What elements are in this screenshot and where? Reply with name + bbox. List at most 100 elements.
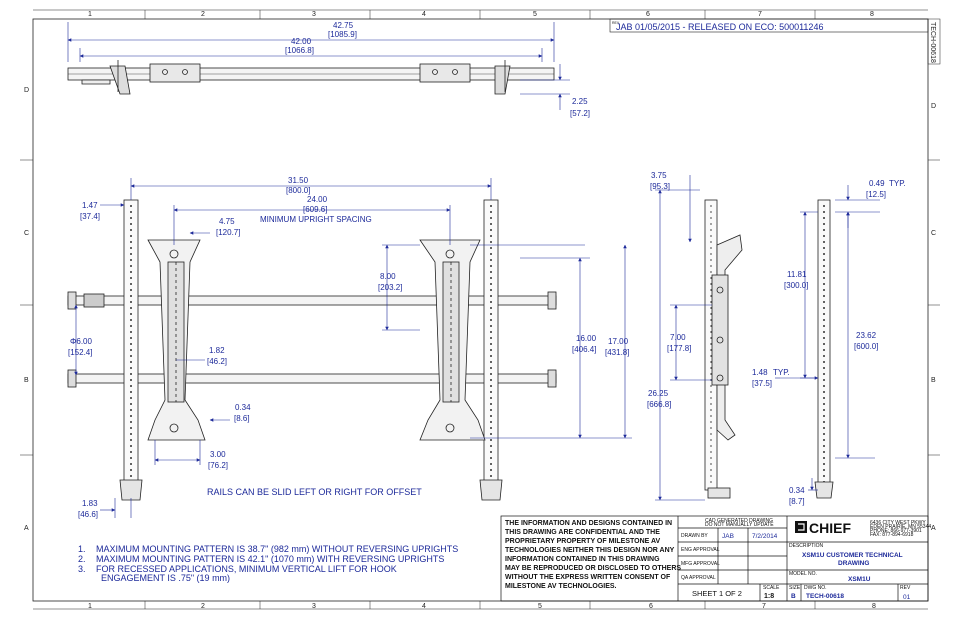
dim-diameter: Φ6.00 — [70, 337, 93, 346]
drawn-date: 7/2/2014 — [752, 533, 778, 540]
model-number: XSM1U — [848, 576, 871, 583]
dim-depth: 2.25 — [572, 97, 588, 106]
dim-depth-mm: [57.2] — [570, 109, 590, 118]
eng-approval-label: ENG APPROVAL — [681, 547, 720, 553]
dim-edge-mm: [37.4] — [80, 212, 100, 221]
size-value: B — [791, 593, 796, 600]
cad-notice: DO NOT MANUALLY UPDATE — [705, 522, 774, 528]
dim-height-16: 16.00 — [576, 334, 597, 343]
dim-height-17-mm: [431.8] — [605, 348, 629, 357]
col-label: 6 — [649, 603, 653, 610]
col-label: 8 — [872, 603, 876, 610]
company-address: 6436 CITY WEST PKWY EDEN PRAIRIE, MN 553… — [870, 520, 931, 538]
note-text: ENGAGEMENT IS .75" (19 mm) — [101, 573, 230, 583]
rails-offset-note: RAILS CAN BE SLID LEFT OR RIGHT FOR OFFS… — [207, 487, 422, 497]
revision-text: JAB 01/05/2015 - RELEASED ON ECO: 500011… — [616, 22, 823, 32]
dim-side-depth-mm: [95.3] — [650, 182, 670, 191]
col-label: 4 — [422, 11, 426, 18]
dim-inner-width: 42.00 — [291, 37, 312, 46]
rear-view-dimensions — [775, 185, 880, 491]
row-label: A — [931, 525, 936, 532]
title-block-fields: CAD GENERATED DRAWING DO NOT MANUALLY UP… — [681, 518, 780, 600]
dim-hook-mm: [120.7] — [216, 228, 240, 237]
rev-label: REV — [900, 585, 911, 591]
confidential-line: TECHNOLOGIES NEITHER THIS DESIGN NOR ANY — [505, 547, 675, 554]
dim-hook: 4.75 — [219, 217, 235, 226]
confidential-line: THIS DRAWING ARE CONFIDENTIAL AND THE — [505, 529, 660, 536]
confidential-line: MILESTONE AV TECHNOLOGIES. — [505, 583, 617, 590]
address-line: FAX: 877-894-6918 — [870, 532, 914, 538]
dim-rail-center: 8.00 — [380, 272, 396, 281]
size-label: SIZE — [789, 585, 801, 591]
confidential-line: INFORMATION CONTAINED IN THIS DRAWING — [505, 556, 660, 563]
dim-upright-spacing-mm: [609.6] — [303, 205, 327, 214]
row-label: D — [931, 103, 936, 110]
dim-front-width-mm: [800.0] — [286, 186, 310, 195]
mfg-approval-label: MFG APPROVAL — [681, 561, 720, 567]
note-number: 1. — [78, 544, 86, 554]
drawn-by: JAB — [722, 533, 734, 540]
confidential-statement: THE INFORMATION AND DESIGNS CONTAINED IN… — [505, 520, 681, 590]
dim-rear-top-mm: [12.5] — [866, 190, 886, 199]
dim-upright-spacing: 24.00 — [307, 195, 328, 204]
side-view-drawing — [704, 199, 743, 499]
border-grid-labels: 1 2 3 4 5 6 7 8 1 2 3 4 5 6 7 8 D C B A … — [24, 11, 936, 610]
dim-rear-23: 23.62 — [856, 331, 877, 340]
col-label: 4 — [422, 603, 426, 610]
col-label: 8 — [870, 11, 874, 18]
dim-rear-bottom-mm: [8.7] — [789, 497, 805, 506]
dim-rear-top: 0.49 — [869, 179, 885, 188]
dim-foot: 3.00 — [210, 450, 226, 459]
chief-logo: CHIEF — [795, 520, 851, 536]
confidential-line: MAY BE REPRODUCED OR DISCLOSED TO OTHERS — [505, 565, 681, 572]
note-text: FOR RECESSED APPLICATIONS, MINIMUM VERTI… — [96, 564, 397, 574]
dim-side-height-mm: [666.8] — [647, 400, 671, 409]
model-label: MODEL NO. — [789, 571, 817, 577]
col-label: 2 — [201, 11, 205, 18]
dim-side-adjust: 7.00 — [670, 333, 686, 342]
qa-approval-label: QA APPROVAL — [681, 575, 716, 581]
address-line: EDEN PRAIRIE, MN 55344 — [870, 524, 931, 530]
note-text: MAXIMUM MOUNTING PATTERN IS 42.1" (1070 … — [96, 554, 444, 564]
col-label: 1 — [88, 603, 92, 610]
dim-side-height: 26.25 — [648, 389, 669, 398]
front-view-drawing — [67, 199, 557, 501]
front-view-dimensions — [74, 178, 632, 518]
drawn-by-label: DRAWN BY — [681, 533, 708, 539]
dim-center-gap: 1.82 — [209, 346, 225, 355]
dim-rail-center-mm: [203.2] — [378, 283, 402, 292]
dim-side-depth: 3.75 — [651, 171, 667, 180]
scale-label: SCALE — [763, 585, 780, 591]
row-label: D — [24, 87, 29, 94]
col-label: 3 — [312, 11, 316, 18]
row-label: C — [24, 230, 29, 237]
sheet-number: SHEET 1 OF 2 — [692, 589, 742, 598]
confidential-line: THE INFORMATION AND DESIGNS CONTAINED IN — [505, 520, 672, 527]
note-number: 3. — [78, 564, 86, 574]
dim-height-16-mm: [406.4] — [572, 345, 596, 354]
min-upright-spacing-label: MINIMUM UPRIGHT SPACING — [260, 215, 372, 224]
scale-value: 1:8 — [764, 593, 774, 600]
description-line: DRAWING — [838, 560, 869, 567]
dim-rear-bottom: 0.34 — [789, 486, 805, 495]
dim-height-17: 17.00 — [608, 337, 629, 346]
dim-rear-148-mm: [37.5] — [752, 379, 772, 388]
dim-front-width: 31.50 — [288, 176, 309, 185]
revision-block: REV JAB 01/05/2015 - RELEASED ON ECO: 50… — [609, 18, 929, 33]
drawing-border — [20, 9, 941, 610]
logo-text: CHIEF — [809, 520, 851, 536]
row-label: B — [24, 377, 29, 384]
top-view-dimensions — [67, 22, 570, 110]
dim-rear-11: 11.81 — [787, 270, 807, 279]
col-label: 7 — [762, 603, 766, 610]
col-label: 6 — [646, 11, 650, 18]
dim-slot: 0.34 — [235, 403, 251, 412]
dim-rear-23-mm: [600.0] — [854, 342, 878, 351]
dim-side-adjust-mm: [177.8] — [667, 344, 691, 353]
description-fields: DESCRIPTION XSM1U CUSTOMER TECHNICAL DRA… — [789, 543, 911, 601]
rev-value: 01 — [903, 594, 911, 601]
description-line: XSM1U CUSTOMER TECHNICAL — [802, 552, 903, 559]
dim-rear-148-typ: TYP. — [773, 368, 790, 377]
confidential-line: WITHOUT THE EXPRESS WRITTEN CONSENT OF — [505, 574, 671, 581]
